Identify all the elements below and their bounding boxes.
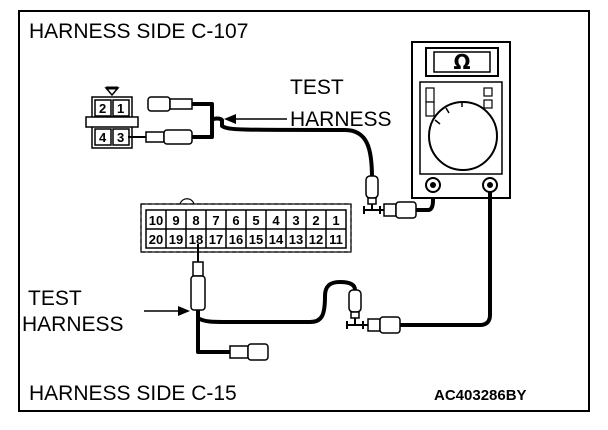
top-clip-probe: [363, 175, 417, 219]
c15-pin-15: 15: [249, 232, 263, 247]
c15-pin-9: 9: [172, 213, 179, 228]
c15-pin-18: 18: [189, 232, 203, 247]
c15-pin-2: 2: [312, 213, 319, 228]
bottom-clip-probe: [346, 289, 401, 334]
c15-pin-4: 4: [272, 213, 280, 228]
bottom-test-harness-wire: [196, 280, 357, 354]
c15-pin-20: 20: [149, 232, 163, 247]
test-harness-label-left-2: HARNESS: [22, 313, 124, 336]
c15-pin-10: 10: [149, 213, 163, 228]
bottom-title: HARNESS SIDE C-15: [29, 382, 237, 405]
c15-pin-17: 17: [209, 232, 223, 247]
bottom-probe: [190, 244, 206, 311]
c107-pin-4: 4: [99, 130, 107, 145]
arrow-to-top-harness: [224, 114, 287, 124]
c15-pin-19: 19: [169, 232, 183, 247]
top-title: HARNESS SIDE C-107: [29, 20, 248, 43]
c15-pin-1: 1: [332, 213, 339, 228]
c107-pin-2: 2: [99, 101, 106, 116]
top-probe-plug: [128, 129, 193, 145]
test-harness-label-left-1: TEST: [28, 287, 82, 310]
meter-dial: [428, 101, 498, 171]
top-test-harness-wire: [192, 102, 374, 179]
c15-pin-12: 12: [309, 232, 323, 247]
c15-pin-8: 8: [192, 213, 199, 228]
c15-pin-3: 3: [292, 213, 299, 228]
c15-pin-11: 11: [329, 232, 343, 247]
c107-pin-1: 1: [117, 101, 124, 116]
c15-pin-14: 14: [269, 232, 284, 247]
c15-pin-7: 7: [212, 213, 219, 228]
diagram-frame: [18, 10, 590, 412]
meter-lead-left: [416, 185, 435, 212]
test-harness-label-top-2: HARNESS: [290, 108, 392, 131]
bottom-spare-lead: [229, 343, 269, 361]
c15-pin-13: 13: [289, 232, 303, 247]
arrow-to-left-harness: [144, 306, 190, 316]
c15-pin-6: 6: [232, 213, 239, 228]
meter-lead-right: [400, 192, 492, 327]
c107-pin-3: 3: [117, 130, 124, 145]
c15-pin-16: 16: [229, 232, 243, 247]
test-harness-label-top-1: TEST: [290, 76, 344, 99]
connector-c107: 2 1 4 3: [85, 86, 139, 149]
ohm-symbol: Ω: [453, 50, 470, 74]
multimeter: Ω: [411, 41, 511, 199]
top-spare-lead: [147, 96, 193, 112]
figure-code: AC403286BY: [434, 387, 527, 404]
c15-pin-5: 5: [252, 213, 259, 228]
